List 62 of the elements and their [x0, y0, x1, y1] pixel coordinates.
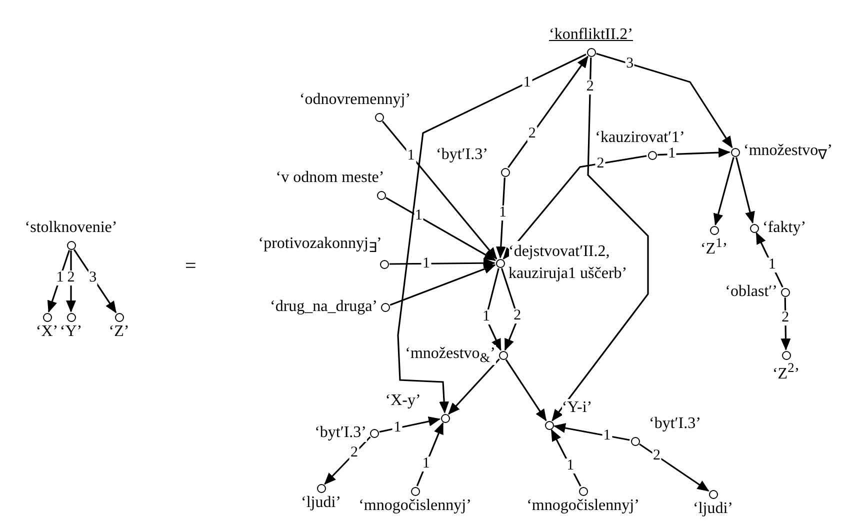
node-label: ‘konfliktII.2’	[549, 26, 633, 44]
edge-label: 2	[512, 308, 522, 324]
arrow	[508, 56, 588, 168]
arrow	[66, 250, 76, 312]
arrow	[385, 197, 496, 261]
edge-label: 2	[350, 446, 360, 461]
edge-label: 2	[66, 270, 76, 286]
node-label: ‘mnogočislennyj’	[358, 496, 472, 514]
node-label: ‘fakty’	[762, 219, 806, 237]
arrow	[736, 157, 755, 224]
edge-label: 1	[55, 270, 65, 286]
edge-label: 1	[421, 456, 431, 472]
arrow	[756, 232, 784, 288]
arrow	[416, 422, 444, 486]
edge-label: 2	[780, 310, 790, 326]
node-label: ‘odnovremennyj’	[299, 90, 411, 108]
arrow	[485, 268, 502, 351]
labelled-node	[526, 486, 640, 514]
arrow	[397, 54, 586, 414]
edge-label: 2	[585, 79, 595, 94]
edge-label: 1	[767, 258, 777, 273]
node-label: ‘X-y’	[385, 392, 421, 410]
edge-label: 2	[527, 126, 537, 142]
labelled-node	[314, 424, 378, 442]
arrow	[639, 443, 710, 492]
labelled-node	[24, 218, 118, 250]
labelled-node	[549, 26, 633, 56]
equals-sign: =	[185, 255, 196, 278]
edge-label: 1	[498, 206, 508, 221]
arrow	[553, 423, 630, 441]
node-label: ‘drug_na_druga’	[270, 298, 378, 316]
node-label: ‘byt′I.3’	[314, 424, 366, 442]
arrow	[47, 250, 70, 313]
arrow	[552, 57, 649, 422]
arrow	[390, 264, 496, 306]
labelled-node	[301, 484, 341, 512]
labelled-node	[358, 486, 472, 514]
edge-label: 1	[482, 309, 492, 324]
node-label: ‘množestvo$_{&}$’	[405, 344, 496, 366]
arrow	[379, 416, 441, 433]
arrow	[500, 268, 519, 351]
edge-label: 3	[88, 270, 98, 286]
arrow	[657, 148, 730, 158]
arrow	[780, 297, 791, 350]
node-label: ‘byt′I.3’	[436, 146, 488, 164]
arrow	[502, 155, 647, 260]
edge-label: 1	[566, 458, 576, 474]
labelled-node	[750, 219, 806, 237]
arrow	[448, 358, 500, 415]
node-label: ‘Y-i’	[562, 398, 592, 416]
labelled-node	[693, 490, 733, 518]
node-label: ‘ljudi’	[301, 494, 341, 512]
arrow	[596, 52, 733, 148]
arrow	[382, 120, 498, 260]
node-label: ‘ljudi’	[693, 500, 733, 518]
edge-label: 1	[406, 148, 416, 164]
arrow	[73, 249, 117, 314]
node-label: ‘mnogočislennyj’	[526, 496, 640, 514]
arrow	[505, 359, 547, 422]
arrow	[713, 157, 734, 226]
arrow	[390, 258, 496, 268]
node-label: ‘byt′I.3’	[649, 414, 701, 432]
